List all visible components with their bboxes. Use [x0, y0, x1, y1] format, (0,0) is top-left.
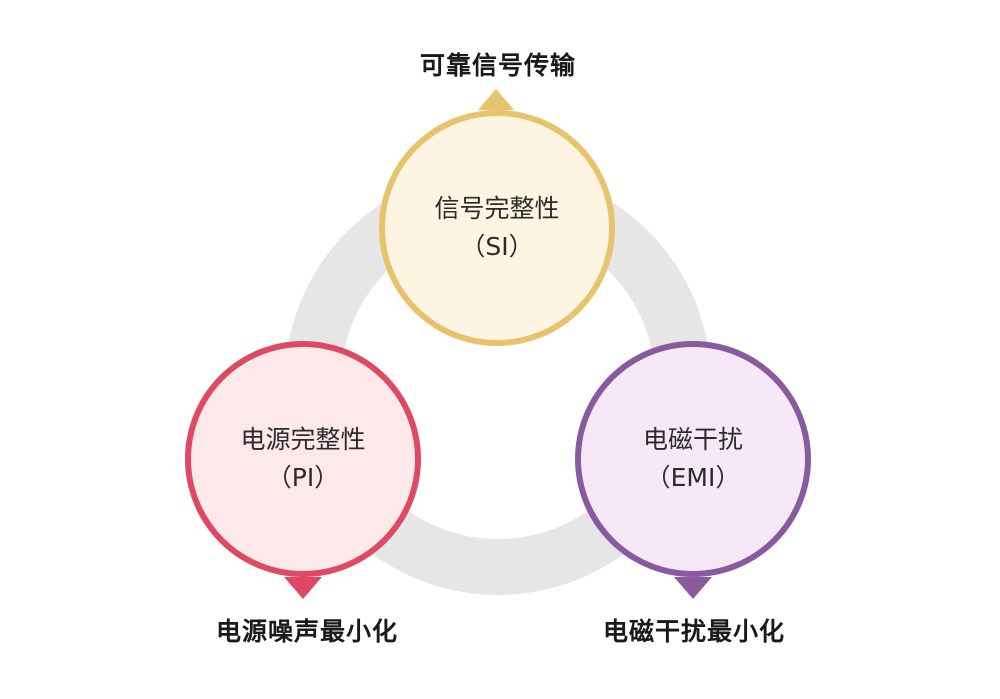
pi-name: 电源完整性	[240, 425, 366, 454]
emi-node	[575, 341, 811, 599]
pi-node	[185, 341, 421, 599]
si-pointer	[478, 89, 514, 110]
si-node	[379, 89, 615, 346]
pi-pointer	[284, 577, 322, 599]
pi-circle	[185, 341, 421, 577]
si-circle-text: 信号完整性 （SI）	[434, 190, 559, 266]
pi-circle-text: 电源完整性 （PI）	[240, 421, 365, 497]
si-abbr: （SI）	[460, 232, 534, 261]
pi-goal-label: 电源噪声最小化	[215, 617, 399, 646]
pi-abbr: （PI）	[266, 463, 340, 492]
si-circle	[379, 110, 615, 346]
si-goal-label: 可靠信号传输	[419, 51, 577, 80]
emi-name: 电磁干扰	[642, 425, 744, 454]
emi-circle	[575, 341, 811, 577]
si-name: 信号完整性	[434, 194, 560, 223]
emi-abbr: （EMI）	[645, 463, 741, 492]
emi-circle-text: 电磁干扰 （EMI）	[643, 421, 743, 497]
emi-goal-label: 电磁干扰最小化	[602, 617, 786, 646]
emi-pointer	[674, 577, 712, 599]
